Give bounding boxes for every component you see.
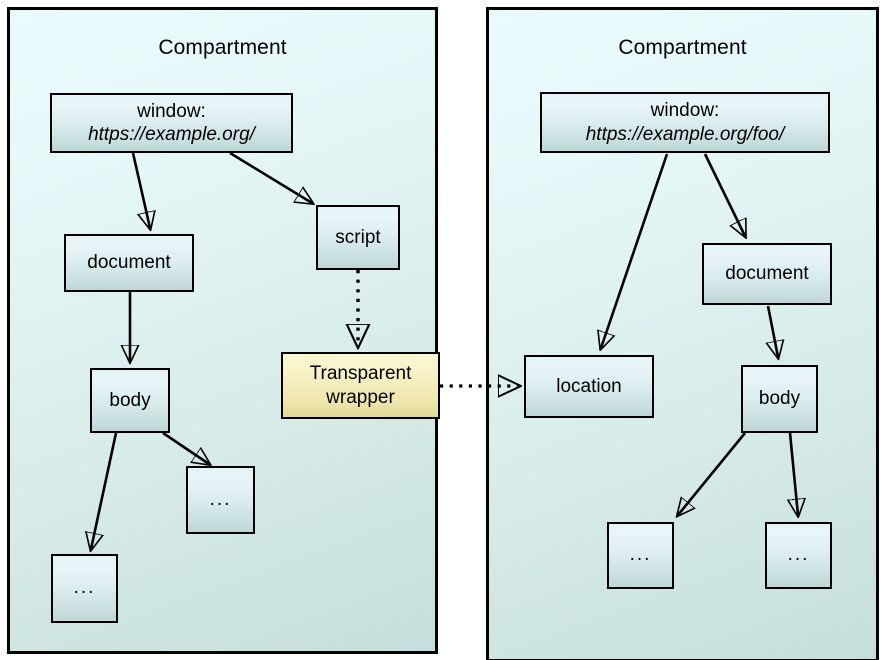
node-right-location[interactable]: location — [524, 355, 654, 418]
node-left-child-b[interactable]: ... — [186, 466, 255, 534]
node-right-document[interactable]: document — [702, 243, 832, 305]
compartment-left-title: Compartment — [158, 36, 287, 59]
node-right-window[interactable]: window: https://example.org/foo/ — [540, 92, 830, 153]
node-left-script[interactable]: script — [316, 205, 400, 270]
node-wrapper-line2: wrapper — [326, 386, 395, 408]
node-right-child-a[interactable]: ... — [607, 522, 674, 589]
node-left-window-url: https://example.org/ — [88, 124, 255, 145]
node-left-document-label: document — [87, 252, 171, 274]
node-left-child-a-label: ... — [73, 577, 96, 598]
node-wrapper-line1: Transparent — [309, 363, 412, 385]
node-left-window[interactable]: window: https://example.org/ — [50, 93, 293, 153]
node-right-child-b-label: ... — [787, 544, 810, 565]
node-right-location-label: location — [556, 375, 622, 397]
compartment-right-title: Compartment — [618, 36, 747, 59]
node-right-body[interactable]: body — [741, 365, 818, 433]
node-left-script-label: script — [335, 226, 381, 248]
node-right-body-label: body — [758, 388, 801, 410]
node-left-body-label: body — [109, 389, 151, 411]
node-right-child-a-label: ... — [629, 544, 652, 565]
node-left-body[interactable]: body — [90, 368, 170, 433]
node-right-child-b[interactable]: ... — [765, 522, 832, 589]
node-left-transparent-wrapper[interactable]: Transparent wrapper — [281, 352, 440, 419]
node-right-window-line1: window: — [650, 100, 720, 122]
node-left-child-a[interactable]: ... — [51, 554, 118, 623]
node-left-child-b-label: ... — [209, 488, 232, 510]
node-right-window-url: https://example.org/foo/ — [585, 123, 785, 145]
node-right-document-label: document — [725, 263, 809, 285]
node-left-document[interactable]: document — [64, 234, 194, 292]
node-left-window-line1: window: — [137, 100, 206, 122]
